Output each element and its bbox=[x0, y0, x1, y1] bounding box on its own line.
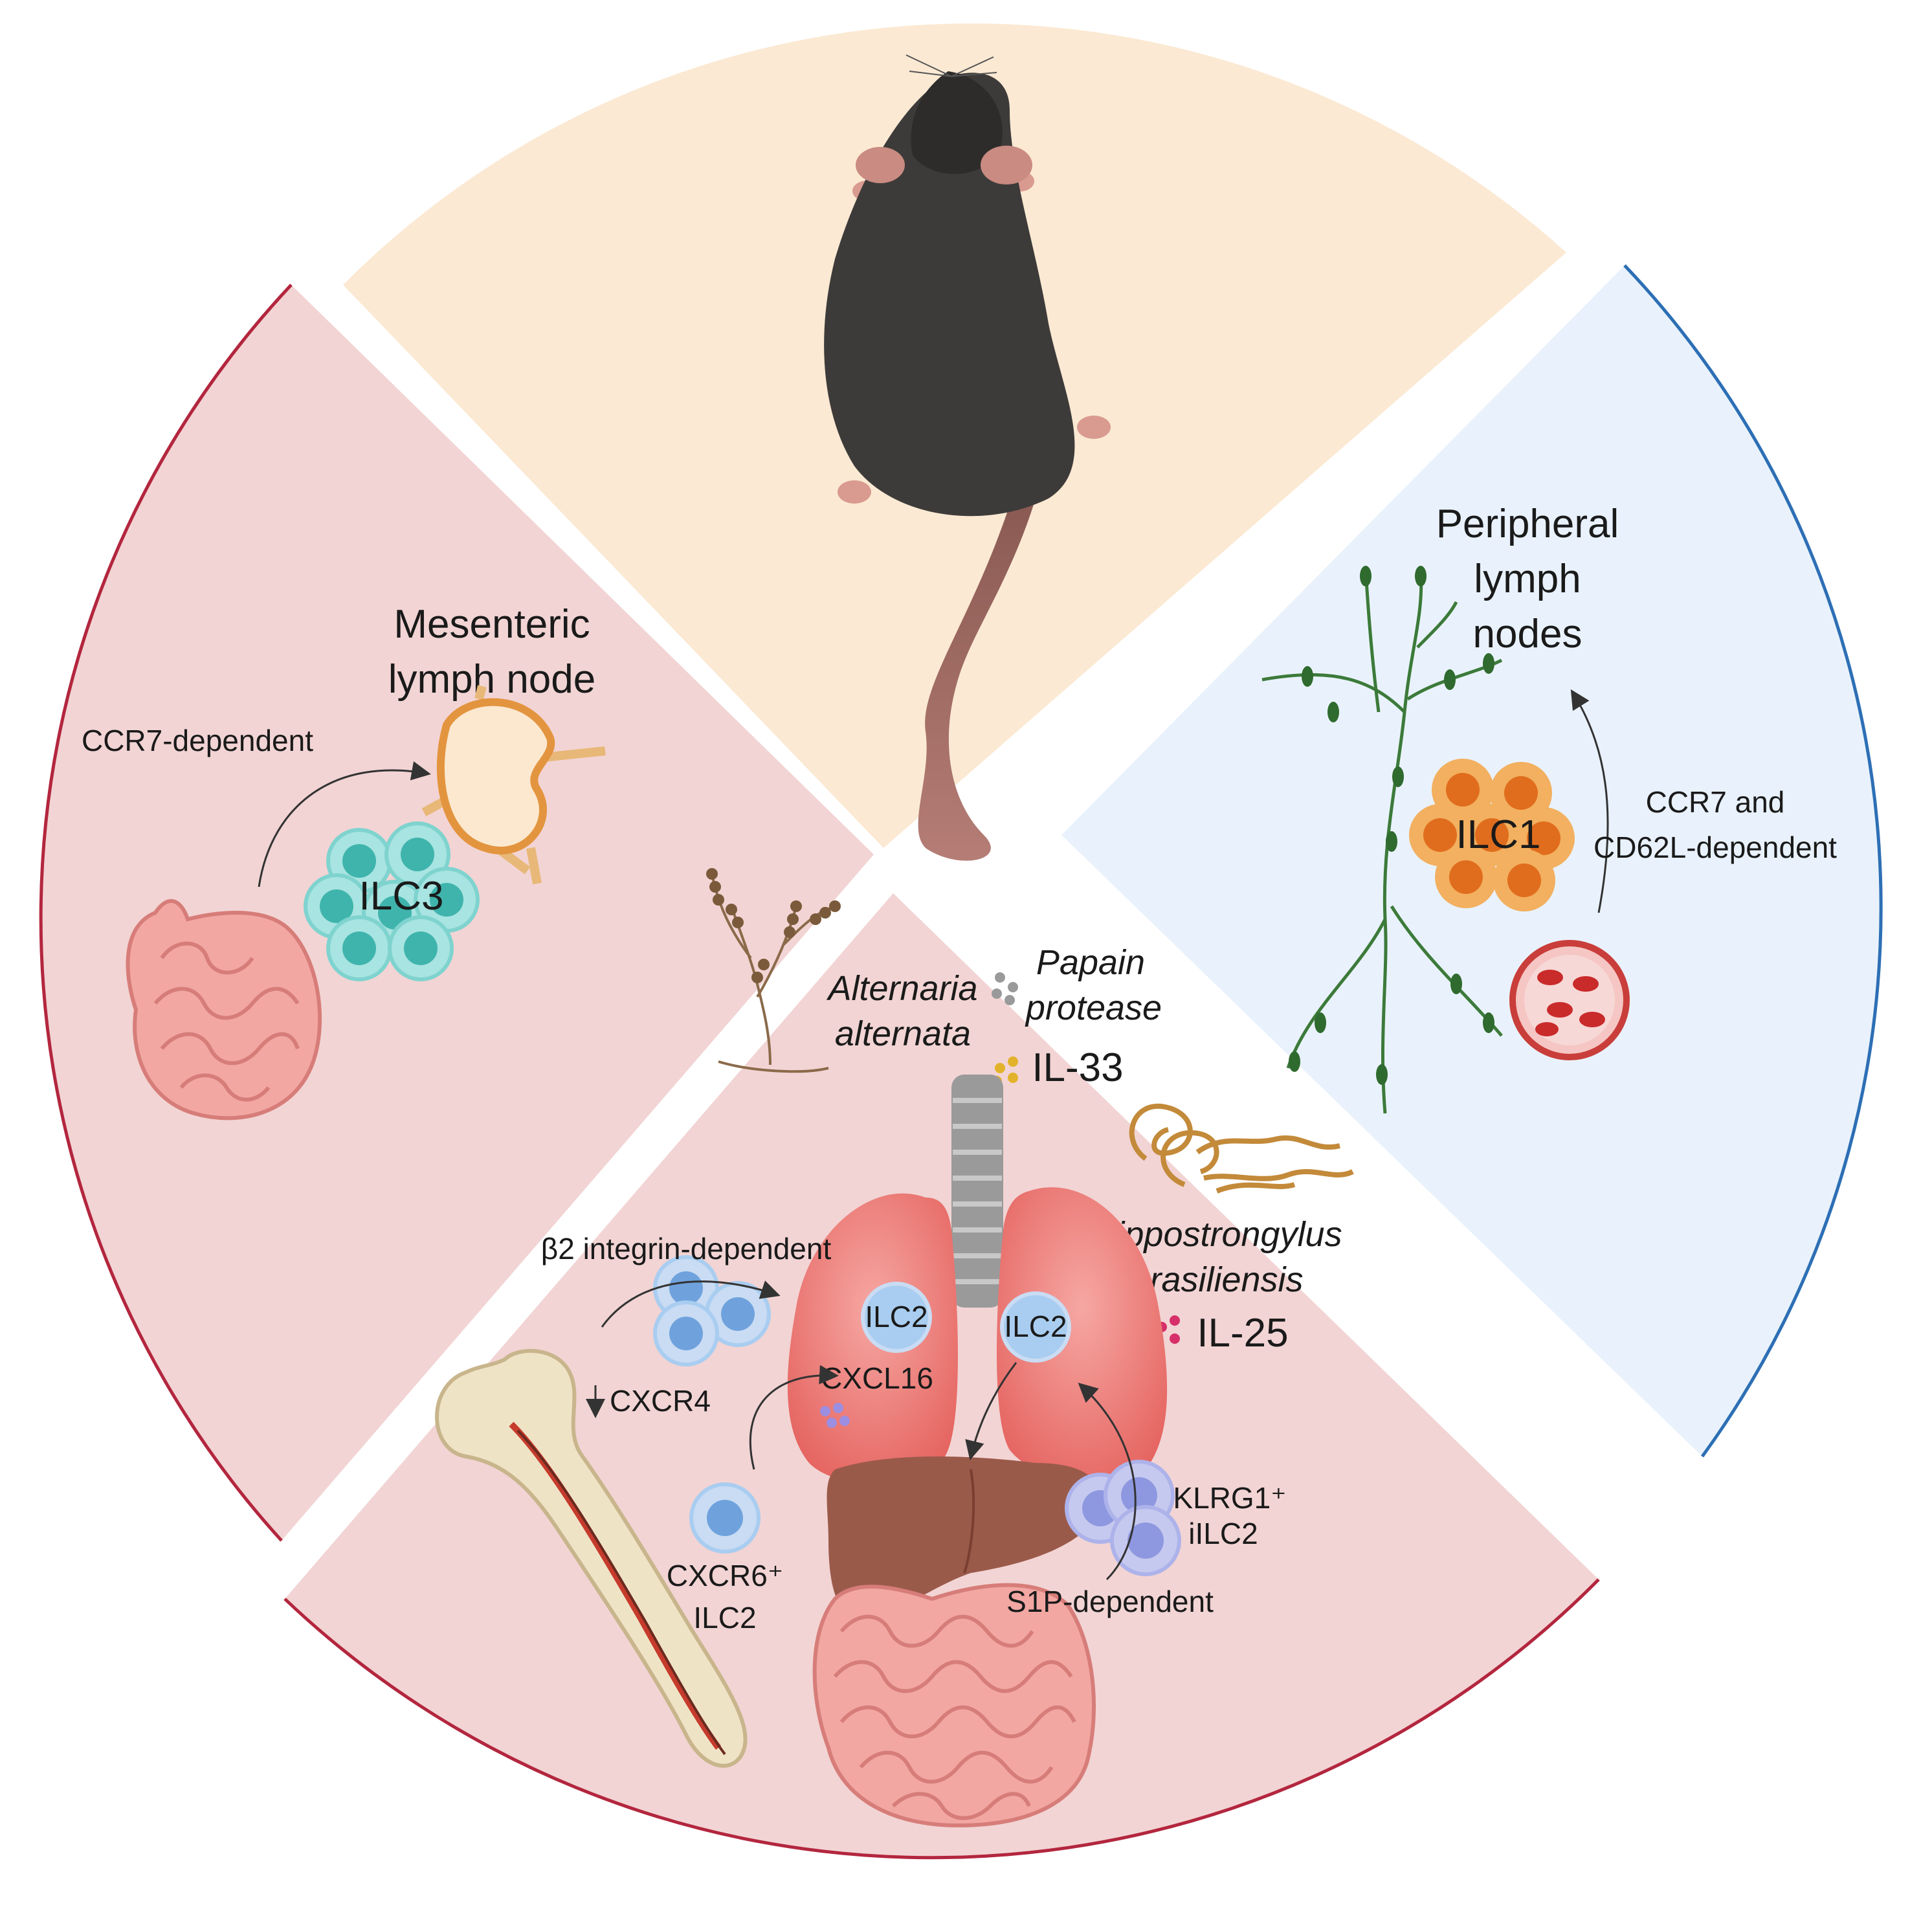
nippostrongylus-worm-icon bbox=[1129, 1103, 1354, 1194]
ilc2-cell-lung-left bbox=[861, 1282, 932, 1353]
cxcr6-line2: ILC2 bbox=[693, 1601, 756, 1634]
trachea-icon bbox=[951, 1075, 1003, 1308]
mesenteric-title-line2: lymph node bbox=[388, 657, 596, 702]
s1p-label: S1P-dependent bbox=[1006, 1585, 1214, 1618]
papain-dots bbox=[992, 972, 1018, 1005]
lung-to-liver-arrow bbox=[965, 1362, 1017, 1460]
ccr7-cd62l-line2: CD62L-dependent bbox=[1593, 831, 1837, 864]
beta2-arrow bbox=[601, 1280, 781, 1328]
liver-lobe-line bbox=[963, 1469, 975, 1574]
lung-right-icon bbox=[997, 1187, 1168, 1486]
ilc2-label-left: ILC2 bbox=[865, 1300, 927, 1333]
cxcl16-arrow bbox=[749, 1365, 839, 1470]
ilc2-cluster-bone bbox=[653, 1255, 771, 1366]
cxcr4-label: CXCR4 bbox=[610, 1384, 711, 1418]
alternaria-line2: alternata bbox=[835, 1014, 971, 1053]
ccr7-dependent-label: CCR7-dependent bbox=[82, 724, 313, 757]
ccr7-cd62l-line1: CCR7 and bbox=[1646, 785, 1785, 819]
bone-icon bbox=[435, 1348, 748, 1768]
cxcl16-dots bbox=[820, 1403, 850, 1428]
beta2-integrin-label: β2 integrin-dependent bbox=[541, 1232, 832, 1266]
peripheral-title-line3: nodes bbox=[1473, 612, 1582, 656]
alternaria-line1: Alternaria bbox=[826, 969, 977, 1008]
ilc1-label: ILC1 bbox=[1456, 812, 1541, 857]
mouse-illustration bbox=[824, 54, 1111, 861]
klrg1-line1: KLRG1⁺ bbox=[1173, 1481, 1286, 1515]
peripheral-title-line1: Peripheral bbox=[1436, 502, 1619, 546]
il25-label: IL-25 bbox=[1197, 1311, 1288, 1355]
peripheral-title-line2: lymph bbox=[1474, 557, 1581, 601]
right-quadrant-border bbox=[1623, 264, 1883, 1458]
nippostrongylus-line2: brasiliensis bbox=[1130, 1260, 1303, 1299]
ccr7-cd62l-arrow bbox=[1570, 689, 1609, 913]
klrg1-line2: iILC2 bbox=[1188, 1517, 1258, 1550]
intestine-icon-left bbox=[126, 898, 322, 1121]
lymph-node-icon bbox=[421, 685, 606, 885]
ilc3-label: ILC3 bbox=[359, 874, 444, 919]
papain-line2: protease bbox=[1025, 988, 1162, 1027]
blood-vessel-icon bbox=[1509, 940, 1630, 1060]
left-quadrant-border bbox=[39, 284, 293, 1542]
liver-icon bbox=[827, 1456, 1100, 1618]
cxcl16-label: CXCL16 bbox=[821, 1361, 933, 1395]
ilc3-cell-cluster bbox=[304, 821, 480, 981]
lymph-node-beads bbox=[1289, 566, 1494, 1085]
cxcr6-ilc2-cell bbox=[689, 1482, 761, 1554]
ilc1-cell-cluster bbox=[1409, 759, 1575, 911]
papain-line1: Papain bbox=[1036, 943, 1145, 982]
ccr7-arrow bbox=[258, 761, 431, 887]
s1p-arrow bbox=[1078, 1382, 1137, 1581]
bottom-quadrant-border bbox=[283, 1578, 1600, 1860]
ilc2-label-right: ILC2 bbox=[1004, 1310, 1067, 1343]
alternaria-fungus-icon bbox=[706, 868, 841, 1073]
cxcr6-line1: CXCR6⁺ bbox=[667, 1559, 783, 1592]
il33-label: IL-33 bbox=[1032, 1045, 1123, 1090]
mesenteric-title-line1: Mesenteric bbox=[394, 602, 590, 647]
klrg1-iilc2-cluster bbox=[1065, 1460, 1181, 1576]
intestine-icon-bottom bbox=[812, 1583, 1096, 1828]
ilc2-cell-lung-right bbox=[1000, 1291, 1071, 1363]
